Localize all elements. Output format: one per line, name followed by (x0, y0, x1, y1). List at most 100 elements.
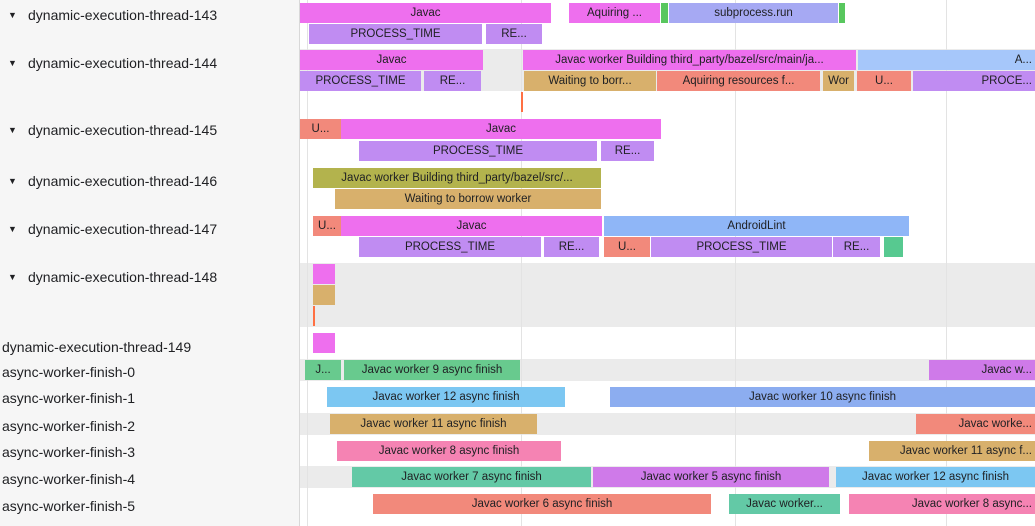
slice-label: Javac (456, 220, 487, 232)
slice[interactable] (661, 3, 668, 23)
slice[interactable]: Javac worker Building third_party/bazel/… (523, 50, 856, 70)
slice-label: Javac (485, 123, 517, 135)
slice-label: U... (618, 241, 636, 253)
slice-label: AndroidLint (727, 220, 786, 232)
slice-label: Javac worker 8 async finish (378, 445, 520, 457)
sidebar-item-async-worker-finish-4[interactable]: async-worker-finish-4 (0, 468, 135, 489)
collapse-arrow-icon[interactable]: ▼ (8, 175, 17, 186)
sidebar-item-dynamic-execution-thread-146[interactable]: ▼dynamic-execution-thread-146 (0, 170, 217, 191)
slice[interactable]: Aquiring resources f... (657, 71, 820, 91)
sidebar-item-async-worker-finish-1[interactable]: async-worker-finish-1 (0, 387, 135, 408)
collapse-arrow-icon[interactable]: ▼ (8, 57, 17, 68)
slice-label: Javac w... (981, 364, 1033, 376)
slice[interactable]: Waiting to borr... (524, 71, 656, 91)
time-gridline (307, 0, 308, 526)
slice[interactable]: Javac worker 12 async finish (327, 387, 565, 407)
slice[interactable]: RE... (601, 141, 654, 161)
track-label: dynamic-execution-thread-145 (28, 121, 218, 138)
slice[interactable]: Javac worker 11 async finish (330, 414, 537, 434)
track-label: dynamic-execution-thread-149 (2, 338, 192, 355)
sidebar-item-async-worker-finish-3[interactable]: async-worker-finish-3 (0, 441, 135, 462)
slice[interactable]: A... (858, 50, 1035, 70)
sidebar: ▼dynamic-execution-thread-143▼dynamic-ex… (0, 0, 300, 526)
slice[interactable]: PROCESS_TIME (300, 71, 421, 91)
slice-label: Javac (410, 7, 441, 19)
track-label: async-worker-finish-5 (2, 497, 136, 514)
sidebar-item-dynamic-execution-thread-148[interactable]: ▼ dynamic-execution-thread-148 (0, 266, 217, 287)
slice-label: Javac worker 12 async finish (861, 471, 1009, 483)
slice-label: RE... (501, 28, 527, 40)
track-label: dynamic-execution-thread-147 (28, 220, 218, 237)
slice[interactable]: Javac worke... (916, 414, 1035, 434)
slice[interactable]: Waiting to borrow worker (335, 189, 601, 209)
instant-marker[interactable] (313, 306, 315, 326)
slice-label: Aquiring ... (587, 7, 642, 19)
slice[interactable]: PROCESS_TIME (359, 237, 541, 257)
slice[interactable]: Javac worker 5 async finish (593, 467, 829, 487)
sidebar-item-dynamic-execution-thread-149[interactable]: dynamic-execution-thread-149 (0, 336, 191, 357)
slice[interactable]: Javac worker 7 async finish (352, 467, 591, 487)
slice[interactable]: Javac (341, 119, 661, 139)
slice[interactable]: Aquiring ... (569, 3, 660, 23)
slice[interactable] (313, 264, 335, 284)
slice[interactable]: Javac worker Building third_party/bazel/… (313, 168, 601, 188)
slice-label: Javac worke... (958, 418, 1033, 430)
slice[interactable]: Javac worker 8 async... (849, 494, 1035, 514)
slice[interactable]: RE... (486, 24, 542, 44)
slice[interactable]: RE... (544, 237, 599, 257)
slice[interactable]: J... (305, 360, 341, 380)
slice-label: RE... (439, 75, 466, 87)
slice[interactable]: subprocess.run (669, 3, 838, 23)
sidebar-item-async-worker-finish-5[interactable]: async-worker-finish-5 (0, 495, 135, 516)
slice-label: A... (1014, 54, 1032, 66)
slice[interactable]: Javac worker... (729, 494, 840, 514)
slice[interactable]: PROCE... (913, 71, 1035, 91)
track-band (300, 263, 1035, 327)
sidebar-item-dynamic-execution-thread-143[interactable]: ▼dynamic-execution-thread-143 (0, 4, 217, 25)
collapse-arrow-icon[interactable]: ▼ (8, 271, 17, 282)
slice-label: PROCESS_TIME (696, 241, 787, 253)
track-band (300, 332, 1035, 355)
track-label: dynamic-execution-thread-148 (28, 268, 218, 285)
slice[interactable] (313, 285, 335, 305)
slice[interactable] (839, 3, 845, 23)
collapse-arrow-icon[interactable]: ▼ (8, 223, 17, 234)
slice[interactable]: Javac (300, 50, 483, 70)
track-label: async-worker-finish-2 (2, 417, 136, 434)
slice[interactable]: RE... (424, 71, 481, 91)
slice[interactable]: Javac worker 10 async finish (610, 387, 1035, 407)
track-label: dynamic-execution-thread-144 (28, 54, 218, 71)
track-label: async-worker-finish-4 (2, 470, 136, 487)
slice[interactable]: PROCESS_TIME (359, 141, 597, 161)
slice[interactable]: Javac worker 6 async finish (373, 494, 711, 514)
slice[interactable]: Javac (341, 216, 602, 236)
collapse-arrow-icon[interactable]: ▼ (8, 9, 17, 20)
sidebar-item-dynamic-execution-thread-147[interactable]: ▼ dynamic-execution-thread-147 (0, 218, 217, 239)
slice[interactable]: PROCESS_TIME (651, 237, 832, 257)
slice[interactable] (313, 333, 335, 353)
slice[interactable]: Javac worker 8 async finish (337, 441, 561, 461)
slice[interactable]: U... (857, 71, 911, 91)
instant-marker[interactable] (521, 92, 523, 112)
slice[interactable]: Wor (823, 71, 854, 91)
sidebar-item-async-worker-finish-0[interactable]: async-worker-finish-0 (0, 361, 135, 382)
slice[interactable]: RE... (833, 237, 880, 257)
slice[interactable]: PROCESS_TIME (309, 24, 482, 44)
slice[interactable]: Javac worker 9 async finish (344, 360, 520, 380)
sidebar-item-async-worker-finish-2[interactable]: async-worker-finish-2 (0, 415, 135, 436)
slice[interactable]: U... (300, 119, 341, 139)
collapse-arrow-icon[interactable]: ▼ (8, 124, 17, 135)
slice[interactable]: AndroidLint (604, 216, 909, 236)
slice[interactable]: Javac (300, 3, 551, 23)
sidebar-item-dynamic-execution-thread-145[interactable]: ▼ dynamic-execution-thread-145 (0, 119, 217, 140)
slice[interactable]: U... (604, 237, 650, 257)
sidebar-item-dynamic-execution-thread-144[interactable]: ▼ dynamic-execution-thread-144 (0, 52, 217, 73)
slice[interactable]: Javac worker 12 async finish (836, 467, 1035, 487)
slice[interactable]: Javac worker 11 async f... (869, 441, 1035, 461)
slice-label: PROCESS_TIME (404, 241, 496, 253)
slice[interactable] (884, 237, 903, 257)
slice[interactable]: Javac w... (929, 360, 1035, 380)
slice[interactable]: U... (313, 216, 341, 236)
